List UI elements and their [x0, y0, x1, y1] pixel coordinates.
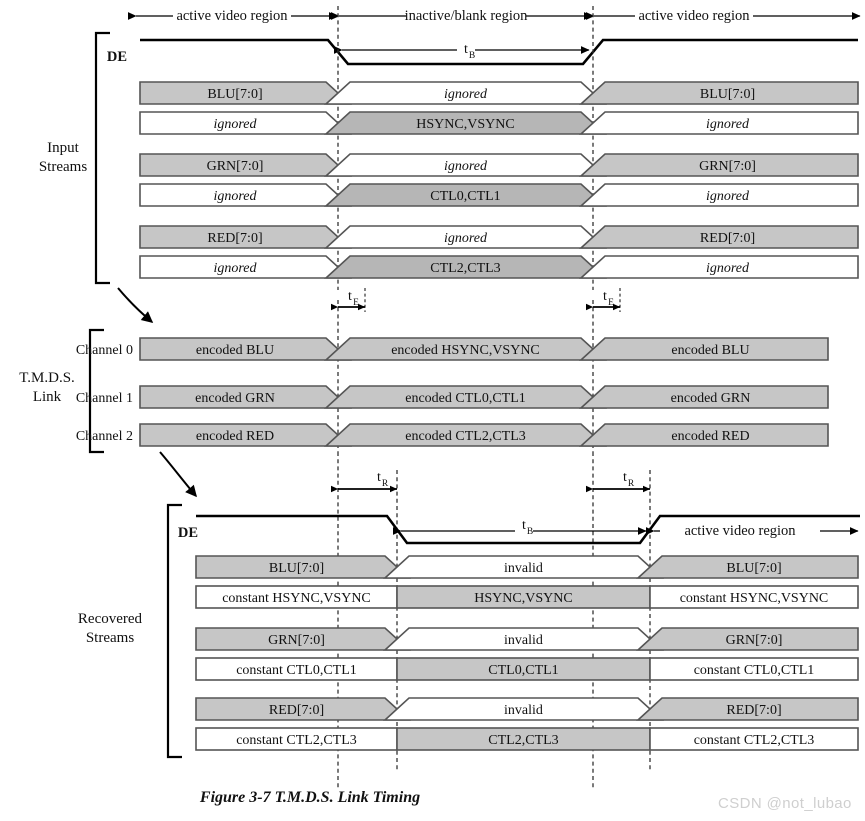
- tmds-link-label-line2: Link: [33, 389, 62, 405]
- recovered-ctl0-ctl1-right-label: constant CTL0,CTL1: [694, 663, 815, 678]
- tmds-to-recovered-arrow: [159, 451, 197, 498]
- te-right-label: t: [603, 289, 607, 304]
- bus-segment: [649, 657, 859, 681]
- tmds-channel-0-mid-label: encoded HSYNC,VSYNC: [391, 343, 540, 358]
- recovered-tb-label: t: [522, 518, 526, 533]
- recovered-streams-label-line1: Recovered: [78, 611, 143, 627]
- bus-segment: [578, 255, 859, 279]
- input-red-left-label: RED[7:0]: [207, 231, 262, 246]
- region-label-blank: inactive/blank region: [405, 8, 529, 24]
- input-tb-label: t: [464, 42, 468, 57]
- bus-segment: [635, 627, 859, 651]
- recovered-grn-mid-label: invalid: [504, 633, 543, 648]
- tr-left-label: t: [377, 470, 381, 485]
- input-hsync-vsync-right-label: ignored: [706, 117, 750, 132]
- bus-segment: [578, 337, 829, 361]
- input-streams-bracket: [94, 31, 110, 285]
- tmds-link-bracket: [88, 328, 104, 454]
- input-blu-right-label: BLU[7:0]: [700, 87, 755, 102]
- input-ctl0-ctl1-right-label: ignored: [706, 189, 750, 204]
- input-streams-label-line2: Streams: [39, 159, 87, 175]
- tmds-link-label-line1: T.M.D.S.: [19, 370, 75, 386]
- bus-segment: [578, 385, 829, 409]
- te-left-label: t: [348, 289, 352, 304]
- bus-segment: [578, 81, 859, 105]
- recovered-blu-left-label: BLU[7:0]: [269, 561, 324, 576]
- input-ctl2-ctl3-left-label: ignored: [213, 261, 257, 276]
- te-right-subscript: E: [608, 298, 614, 308]
- figure-caption: Figure 3-7 T.M.D.S. Link Timing: [199, 789, 421, 806]
- recovered-ctl0-ctl1-left-label: constant CTL0,CTL1: [236, 663, 357, 678]
- recovered-red-left-label: RED[7:0]: [269, 703, 324, 718]
- recovered-grn-right-label: GRN[7:0]: [726, 633, 783, 648]
- recovered-hsync-vsync-mid-label: HSYNC,VSYNC: [474, 591, 572, 606]
- tmds-channel-0-name: Channel 0: [76, 343, 133, 358]
- bus-segment: [649, 585, 859, 609]
- recovered-blu-right-label: BLU[7:0]: [726, 561, 781, 576]
- recovered-grn-left-label: GRN[7:0]: [268, 633, 325, 648]
- bus-segment: [649, 727, 859, 751]
- input-ctl2-ctl3-mid-label: CTL2,CTL3: [430, 261, 500, 276]
- bus-segment: [578, 423, 829, 447]
- tmds-channel-1-left-label: encoded GRN: [195, 391, 275, 406]
- input-blu-mid-label: ignored: [444, 87, 488, 102]
- input-de-waveform: [140, 38, 858, 66]
- watermark: CSDN @not_lubao: [718, 795, 852, 812]
- recovered-ctl2-ctl3-right-label: constant CTL2,CTL3: [694, 733, 815, 748]
- recovered-ctl0-ctl1-mid-label: CTL0,CTL1: [488, 663, 558, 678]
- tmds-channel-1-name: Channel 1: [76, 391, 133, 406]
- tmds-channel-1-mid-label: encoded CTL0,CTL1: [405, 391, 526, 406]
- recovered-streams-bracket: [166, 503, 182, 759]
- tr-right-label: t: [623, 470, 627, 485]
- bus-segment: [578, 153, 859, 177]
- bus-segment: [578, 225, 859, 249]
- recovered-tb-subscript: B: [527, 527, 533, 537]
- input-streams-label-line1: Input: [47, 140, 79, 156]
- region-label-active-recovered: active video region: [684, 523, 796, 539]
- input-tb-subscript: B: [469, 51, 475, 61]
- input-ctl0-ctl1-left-label: ignored: [213, 189, 257, 204]
- tmds-channel-0-right-label: encoded BLU: [671, 343, 749, 358]
- tmds-channel-1-right-label: encoded GRN: [671, 391, 751, 406]
- input-red-right-label: RED[7:0]: [700, 231, 755, 246]
- input-grn-right-label: GRN[7:0]: [699, 159, 756, 174]
- input-ctl2-ctl3-right-label: ignored: [706, 261, 750, 276]
- tmds-channel-2-right-label: encoded RED: [671, 429, 749, 444]
- region-label-active-left: active video region: [176, 8, 288, 24]
- input-grn-mid-label: ignored: [444, 159, 488, 174]
- recovered-de-label: DE: [178, 525, 198, 541]
- recovered-red-right-label: RED[7:0]: [726, 703, 781, 718]
- recovered-ctl2-ctl3-left-label: constant CTL2,CTL3: [236, 733, 357, 748]
- recovered-de-waveform: [196, 514, 860, 545]
- tr-left-subscript: R: [382, 479, 389, 489]
- recovered-blu-mid-label: invalid: [504, 561, 543, 576]
- input-ctl0-ctl1-mid-label: CTL0,CTL1: [430, 189, 500, 204]
- input-to-tmds-arrow: [117, 287, 154, 323]
- input-hsync-vsync-left-label: ignored: [213, 117, 257, 132]
- bus-segment: [635, 697, 859, 721]
- tr-right-subscript: R: [628, 479, 635, 489]
- recovered-hsync-vsync-left-label: constant HSYNC,VSYNC: [222, 591, 371, 606]
- te-left-subscript: E: [353, 298, 359, 308]
- recovered-hsync-vsync-right-label: constant HSYNC,VSYNC: [680, 591, 829, 606]
- input-red-mid-label: ignored: [444, 231, 488, 246]
- bus-segment: [578, 111, 859, 135]
- recovered-streams-label-line2: Streams: [86, 630, 134, 646]
- region-label-active-right: active video region: [638, 8, 750, 24]
- tmds-channel-0-left-label: encoded BLU: [196, 343, 274, 358]
- bus-segment: [578, 183, 859, 207]
- input-blu-left-label: BLU[7:0]: [207, 87, 262, 102]
- recovered-ctl2-ctl3-mid-label: CTL2,CTL3: [488, 733, 558, 748]
- tmds-channel-2-name: Channel 2: [76, 429, 133, 444]
- input-grn-left-label: GRN[7:0]: [207, 159, 264, 174]
- input-de-label: DE: [107, 49, 127, 65]
- input-hsync-vsync-mid-label: HSYNC,VSYNC: [416, 117, 514, 132]
- tmds-channel-2-left-label: encoded RED: [196, 429, 274, 444]
- bus-segment: [635, 555, 859, 579]
- tmds-channel-2-mid-label: encoded CTL2,CTL3: [405, 429, 526, 444]
- recovered-red-mid-label: invalid: [504, 703, 543, 718]
